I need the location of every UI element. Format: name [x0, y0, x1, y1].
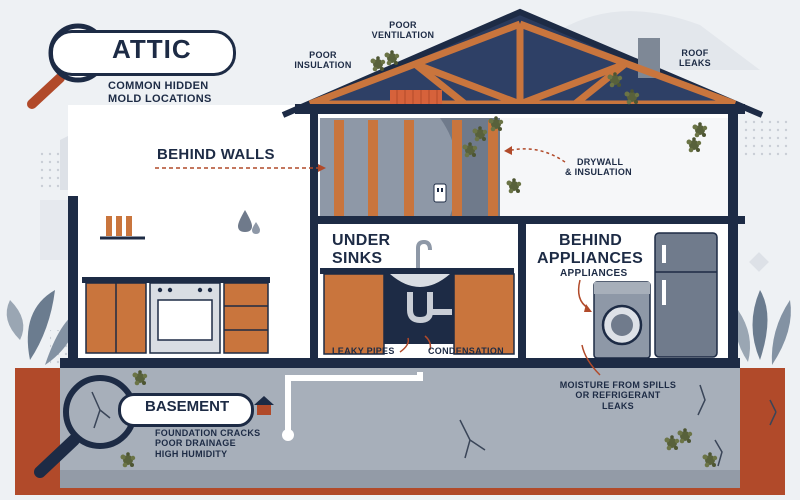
spice-rack — [106, 216, 132, 236]
subtitle-line: MOLD LOCATIONS — [108, 92, 212, 105]
electrical-outlet-icon — [433, 183, 447, 203]
basement-title: BASEMENT — [145, 398, 230, 415]
drain-pipe — [285, 372, 423, 432]
crack — [459, 419, 486, 459]
behind-appliances-title: BEHIND APPLIANCES — [537, 232, 644, 268]
dot-pattern — [740, 120, 790, 160]
subtitle-line: COMMON HIDDEN — [108, 80, 209, 92]
drywall-insulation-label: DRYWALL & INSULATION — [565, 157, 632, 178]
appliances-subtitle: APPLIANCES — [560, 268, 628, 279]
faucet — [416, 239, 432, 268]
basement-badge — [118, 393, 254, 427]
sink-cabinet — [453, 273, 515, 355]
magnifier-icon — [34, 375, 137, 478]
sink-cabinet — [323, 273, 385, 355]
crack — [697, 384, 706, 416]
basement-wall — [60, 368, 740, 488]
sink-countertop — [320, 268, 514, 274]
attic-subtitle: COMMON HIDDEN MOLD LOCATIONS — [108, 80, 248, 105]
poor-ventilation-label: POOR VENTILATION — [371, 20, 435, 41]
list-item: HIGH HUMIDITY — [155, 448, 228, 459]
countertop — [82, 277, 270, 283]
list-item: POOR DRAINAGE — [155, 438, 236, 449]
basement-floor — [60, 470, 740, 488]
list-item: FOUNDATION CRACKS — [155, 428, 261, 438]
insulation-roll — [390, 90, 442, 104]
callout-arrow — [155, 148, 601, 376]
condensation-label: CONDENSATION — [428, 346, 504, 356]
basement-list: FOUNDATION CRACKS POOR DRAINAGE HIGH HUM… — [155, 428, 295, 459]
water-drop-icon — [238, 210, 260, 234]
wall-studs — [334, 120, 498, 216]
under-sinks-title: UNDER SINKS — [332, 232, 391, 268]
drawers — [223, 282, 269, 354]
attic-badge — [50, 30, 236, 76]
roof-leaks-label: ROOF LEAKS — [678, 48, 711, 69]
poor-insulation-label: POOR INSULATION — [294, 50, 352, 71]
attic-title: ATTIC — [112, 34, 192, 64]
leaky-pipes-label: LEAKY PIPES — [332, 346, 395, 356]
moisture-label: MOISTURE FROM SPILLS OR REFRIGERANT LEAK… — [559, 380, 677, 411]
refrigerator — [654, 232, 718, 358]
behind-walls-title: BEHIND WALLS — [157, 146, 275, 163]
house-icon — [254, 396, 274, 415]
washing-machine — [593, 281, 651, 359]
p-trap-pipe — [407, 292, 433, 324]
leaf-icon — [735, 290, 791, 365]
